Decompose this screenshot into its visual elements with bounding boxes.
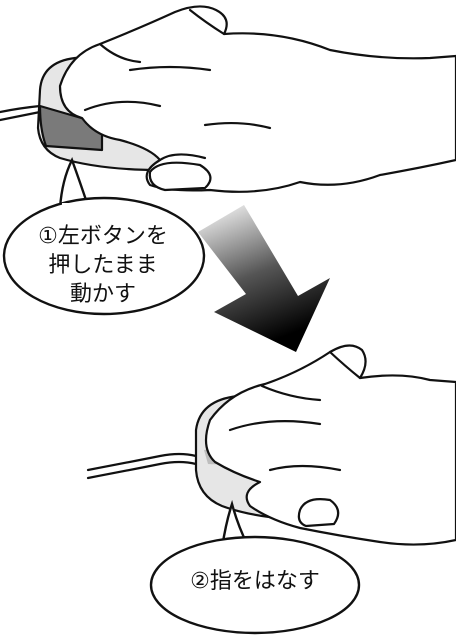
callout-line: ②指をはなす xyxy=(190,569,320,594)
down-arrow-icon xyxy=(198,205,330,352)
callout-bubble-2 xyxy=(149,499,361,635)
callout-line: 動かす xyxy=(69,282,136,307)
mouse-cable-2 xyxy=(86,452,198,472)
callout-line: ①左ボタンを xyxy=(38,224,168,249)
hand-pressing-mouse-illustration xyxy=(0,5,456,193)
hand xyxy=(58,5,456,193)
callout-line: 押したまま xyxy=(48,253,158,278)
mouse-cable xyxy=(0,104,42,114)
hand-2 xyxy=(204,344,456,546)
left-button-pressed xyxy=(38,104,104,152)
hand-releasing-mouse-illustration xyxy=(86,344,456,546)
callout-bubble-1 xyxy=(2,156,206,316)
callout-text-step-2: ②指をはなす xyxy=(150,568,360,596)
callout-text-step-1: ①左ボタンを 押したまま 動かす xyxy=(18,222,188,309)
